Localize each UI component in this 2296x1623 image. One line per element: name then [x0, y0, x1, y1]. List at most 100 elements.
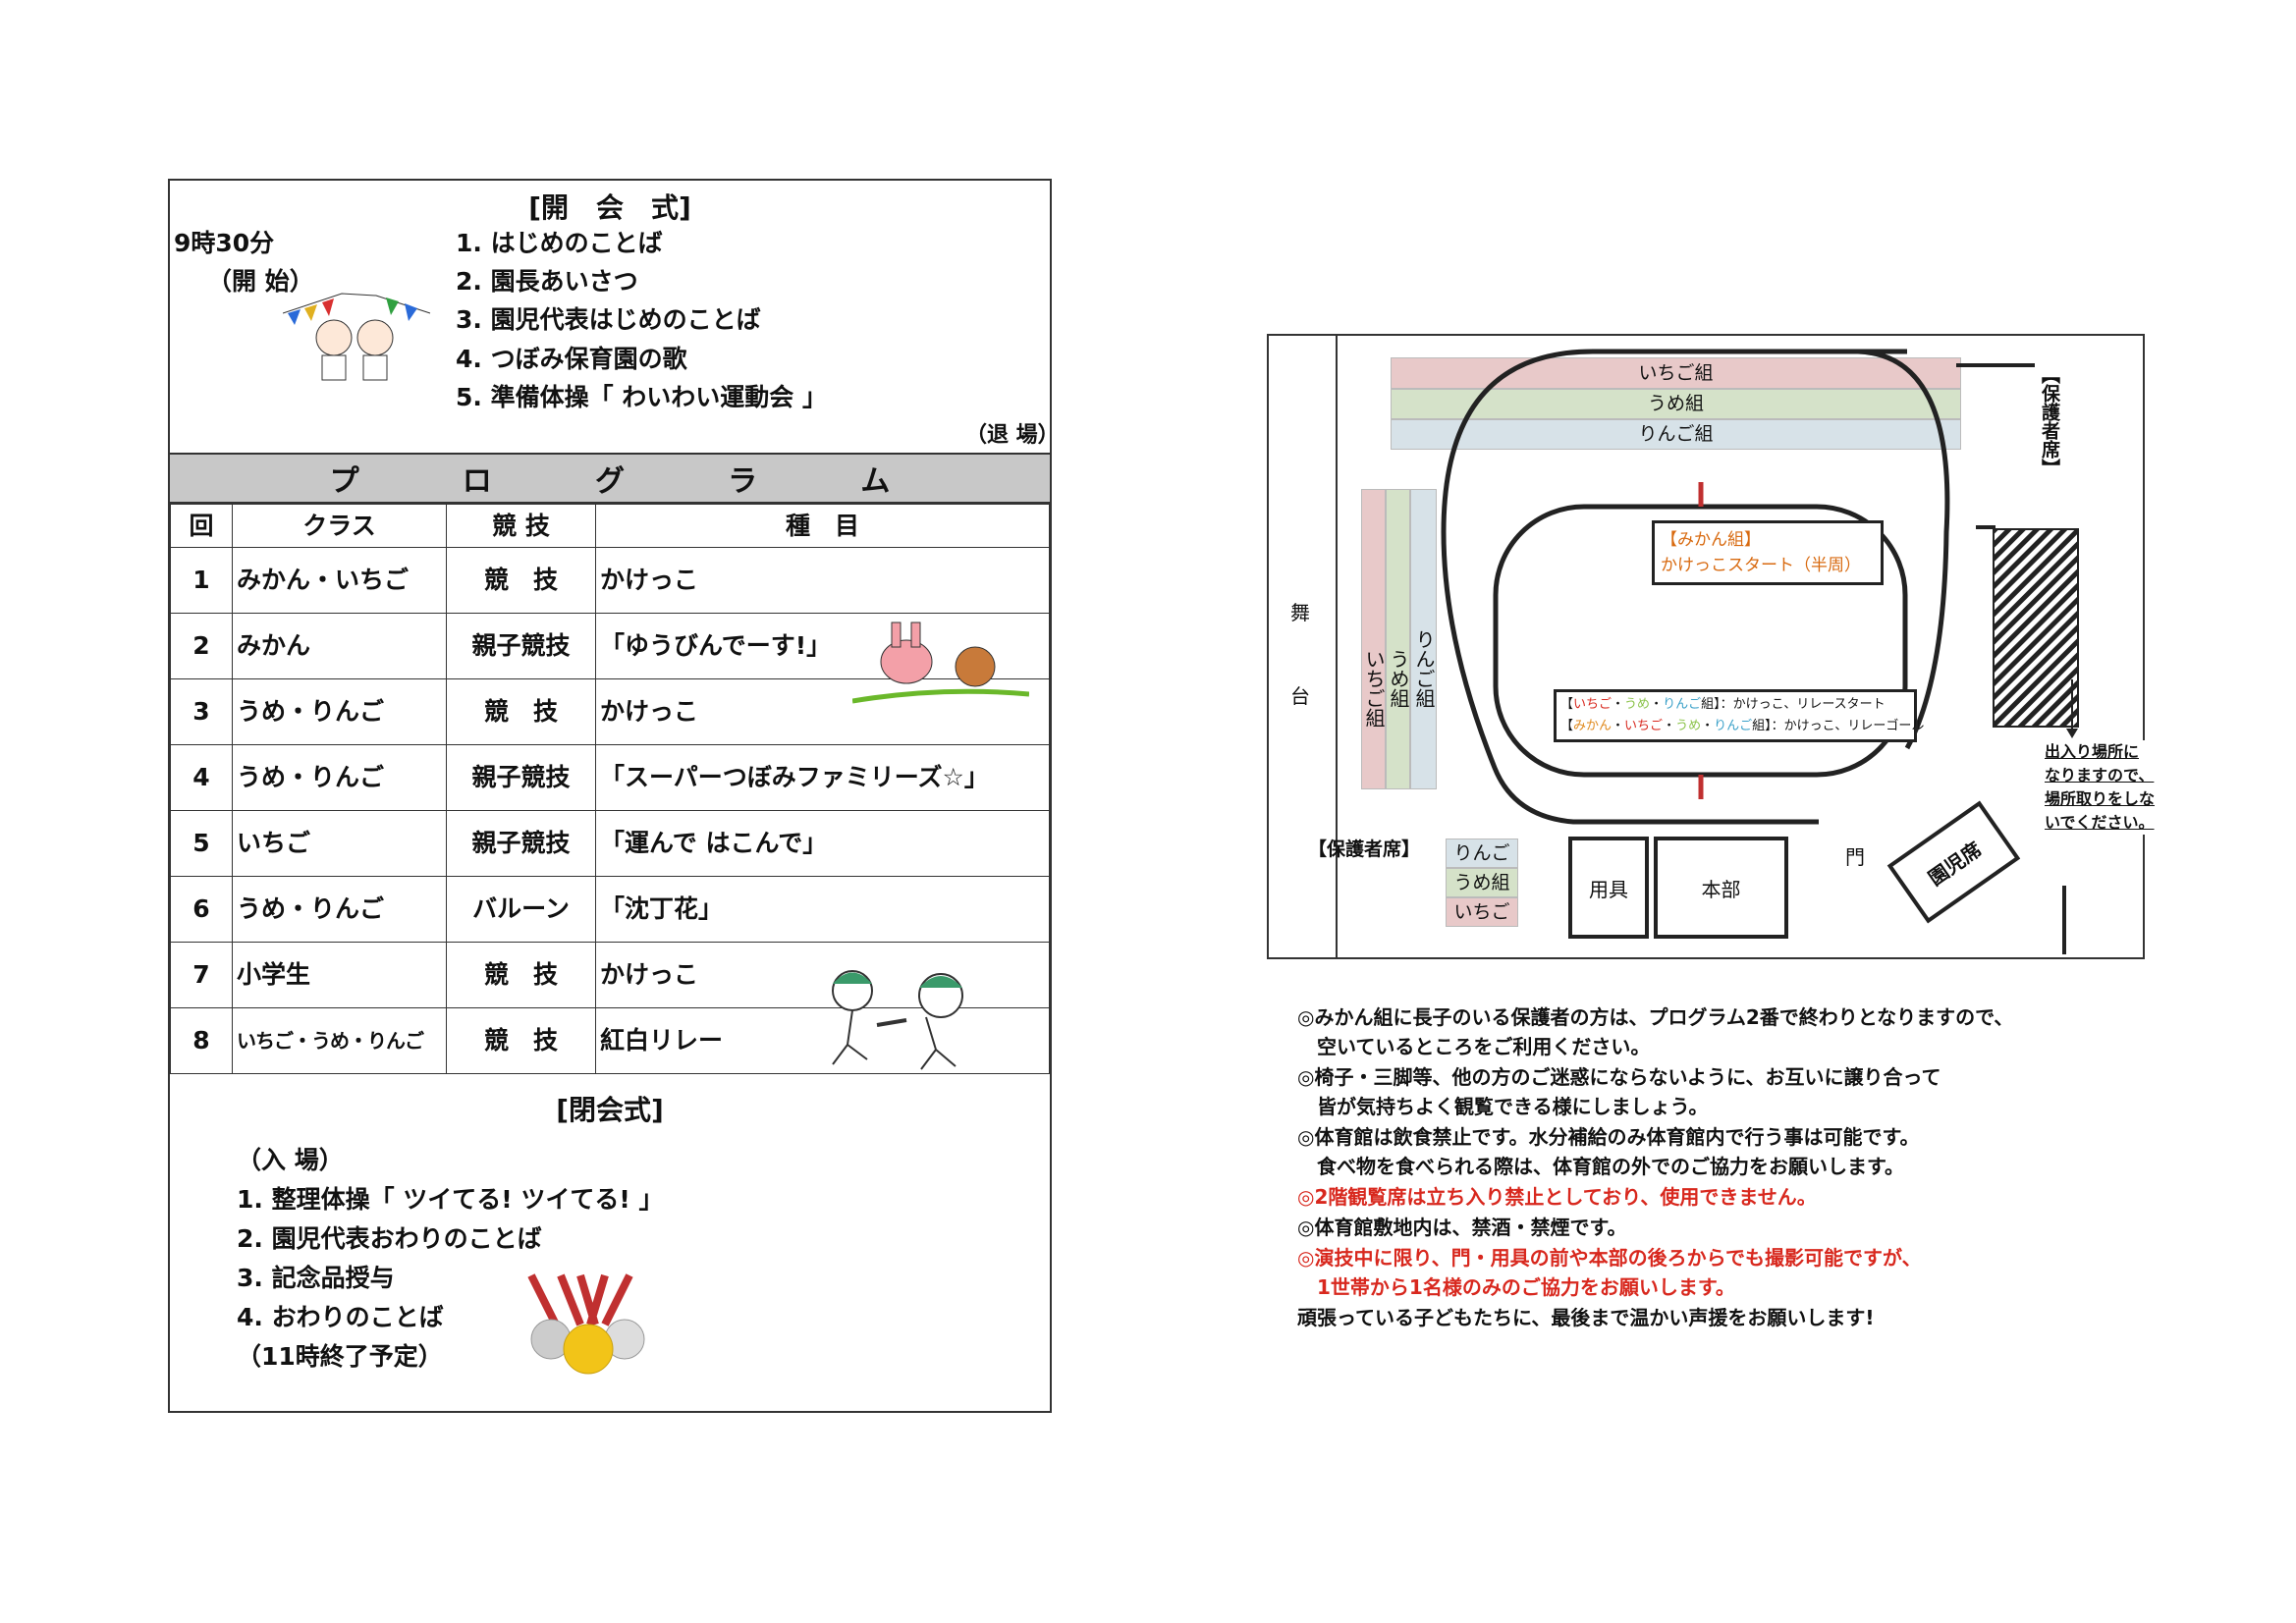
cell-type: バルーン [446, 876, 596, 943]
opening-item: 1. はじめのことば [456, 229, 663, 257]
cell-type: 競 技 [446, 547, 596, 614]
cell-no: 4 [170, 744, 233, 811]
group-name: うめ [1624, 697, 1651, 712]
cell-class: 小学生 [232, 942, 447, 1008]
stand-top-ringo: りんご組 [1391, 419, 1961, 450]
header-type: 競 技 [446, 504, 596, 548]
callout-relay: 【いちご・うめ・りんご組】：かけっこ、リレースタート 【みかん・いちご・うめ・り… [1554, 689, 1924, 742]
bracket: 【 [1560, 719, 1574, 733]
closing-item: 3. 記念品授与 [237, 1264, 395, 1292]
small-stand-ichigo: いちご [1446, 897, 1518, 927]
group-name: ・ [1663, 719, 1676, 733]
group-name: うめ [1675, 719, 1702, 733]
exit-label: （退 場） [965, 423, 1060, 448]
cell-class: うめ・りんご [232, 876, 447, 943]
small-stand-ume: うめ組 [1446, 868, 1518, 897]
cell-class: みかん [232, 613, 447, 679]
cell-type: 親子競技 [446, 613, 596, 679]
stand-left-ringo: りんご組 [1410, 489, 1437, 789]
cell-event: 「スーパーつぼみファミリーズ☆」 [595, 744, 1050, 811]
cell-class: うめ・りんご [232, 678, 447, 745]
program-title-char: グ [594, 464, 625, 499]
closing-item: 2. 園児代表おわりのことば [237, 1224, 542, 1253]
cell-no: 8 [170, 1007, 233, 1074]
entrance-note-line: 出入り場所に [2045, 742, 2140, 761]
group-name: ・ [1650, 697, 1664, 712]
program-title-char: プ [329, 464, 359, 499]
medals-illustration [527, 1273, 645, 1375]
header-event: 種 目 [595, 504, 1050, 548]
callout-rest: 組】：かけっこ、リレーゴール [1752, 719, 1925, 733]
note-line: ◎2階観覧席は立ち入り禁止としており、使用できません。 [1297, 1185, 1817, 1209]
opening-title: [開 会 式] [528, 191, 691, 224]
note-line: ◎みかん組に長子のいる保護者の方は、プログラム2番で終わりとなりますので、 [1297, 1005, 2014, 1029]
rabbit-bear-illustration [852, 622, 1029, 704]
group-name: ・ [1612, 719, 1625, 733]
program-sheet: [開 会 式] 9時30分 （開 始） 1. はじめのことば 2. 園長あいさつ… [168, 179, 1060, 1413]
stage-label: 台 [1290, 684, 1310, 708]
entrance-hatched-area [1993, 528, 2079, 728]
callout-text: かけっこスタート（半周） [1661, 556, 1861, 575]
small-stand-ringo: りんご [1446, 839, 1518, 868]
group-name: みかん [1573, 719, 1613, 733]
cell-event: かけっこ [595, 547, 1050, 614]
cell-no: 3 [170, 678, 233, 745]
cell-no: 1 [170, 547, 233, 614]
opening-item: 5. 準備体操「 わいわい運動会 」 [456, 383, 828, 411]
cell-class: いちご・うめ・りんご [232, 1007, 447, 1074]
program-title-char: ロ [462, 464, 492, 499]
enter-label: （入 場） [237, 1146, 344, 1174]
opening-item: 3. 園児代表はじめのことば [456, 305, 761, 334]
note-line: 頑張っている子どもたちに、最後まで温かい声援をお願いします! [1297, 1306, 1875, 1329]
venue-map: いちご組 うめ組 りんご組 【保護者席】 いちご組 うめ組 りんご組 舞 台 【… [1267, 334, 2156, 959]
entrance-note-line: 場所取りをしな [2045, 789, 2156, 808]
callout-group: 【みかん組】 [1661, 530, 1761, 550]
note-line: ◎体育館は飲食禁止です。水分補給のみ体育館内で行う事は可能です。 [1297, 1125, 1920, 1149]
program-title-char: ム [860, 464, 891, 499]
note-line: 皆が気持ちよく観覧できる様にしましょう。 [1297, 1095, 1709, 1118]
cell-event: 紅白リレー [595, 1007, 1050, 1074]
group-name: りんご [1714, 719, 1753, 733]
cell-type: 競 技 [446, 678, 596, 745]
note-line: ◎椅子・三脚等、他の方のご迷惑にならないように、お互いに譲り合って [1297, 1065, 1941, 1089]
guardian-seat-vertical: 【保護者席】 [2039, 365, 2060, 477]
cell-no: 5 [170, 810, 233, 877]
note-line: 食べ物を食べられる際は、体育館の外でのご協力をお願いします。 [1297, 1155, 1904, 1178]
callout-line: 【いちご・うめ・りんご組】：かけっこ、リレースタート [1560, 694, 1910, 716]
cell-type: 競 技 [446, 1007, 596, 1074]
note-line: 1世帯から1名様のみのご協力をお願いします。 [1297, 1275, 1735, 1299]
cell-no: 6 [170, 876, 233, 943]
start-time: 9時30分 [174, 229, 275, 257]
gate-label: 門 [1845, 845, 1865, 869]
cell-no: 7 [170, 942, 233, 1008]
children-flags-illustration [283, 293, 431, 381]
cell-type: 競 技 [446, 942, 596, 1008]
header-no: 回 [170, 504, 233, 548]
equipment-area: 用具 [1568, 837, 1649, 939]
stand-left-ume: うめ組 [1386, 489, 1410, 789]
group-name: ・ [1612, 697, 1625, 712]
callout-mikan: 【みかん組】 かけっこスタート（半周） [1652, 520, 1884, 585]
opening-item: 2. 園長あいさつ [456, 267, 638, 296]
callout-rest: 組】：かけっこ、リレースタート [1701, 697, 1886, 712]
start-label: （開 始） [207, 267, 314, 296]
table-header: 回 クラス 競 技 種 目 [170, 504, 1050, 548]
stage-line [1336, 336, 1338, 957]
cell-no: 2 [170, 613, 233, 679]
group-name: いちご [1573, 697, 1613, 712]
closing-title: [閉会式] [556, 1094, 664, 1126]
header-class: クラス [232, 504, 447, 548]
closing-item: 4. おわりのことば [237, 1303, 444, 1331]
program-title-char: ラ [728, 464, 758, 499]
note-line: 空いているところをご利用ください。 [1297, 1035, 1651, 1058]
closing-item: 1. 整理体操「 ツイてる! ツイてる! 」 [237, 1185, 664, 1214]
cell-class: うめ・りんご [232, 744, 447, 811]
group-name: りんご [1663, 697, 1702, 712]
